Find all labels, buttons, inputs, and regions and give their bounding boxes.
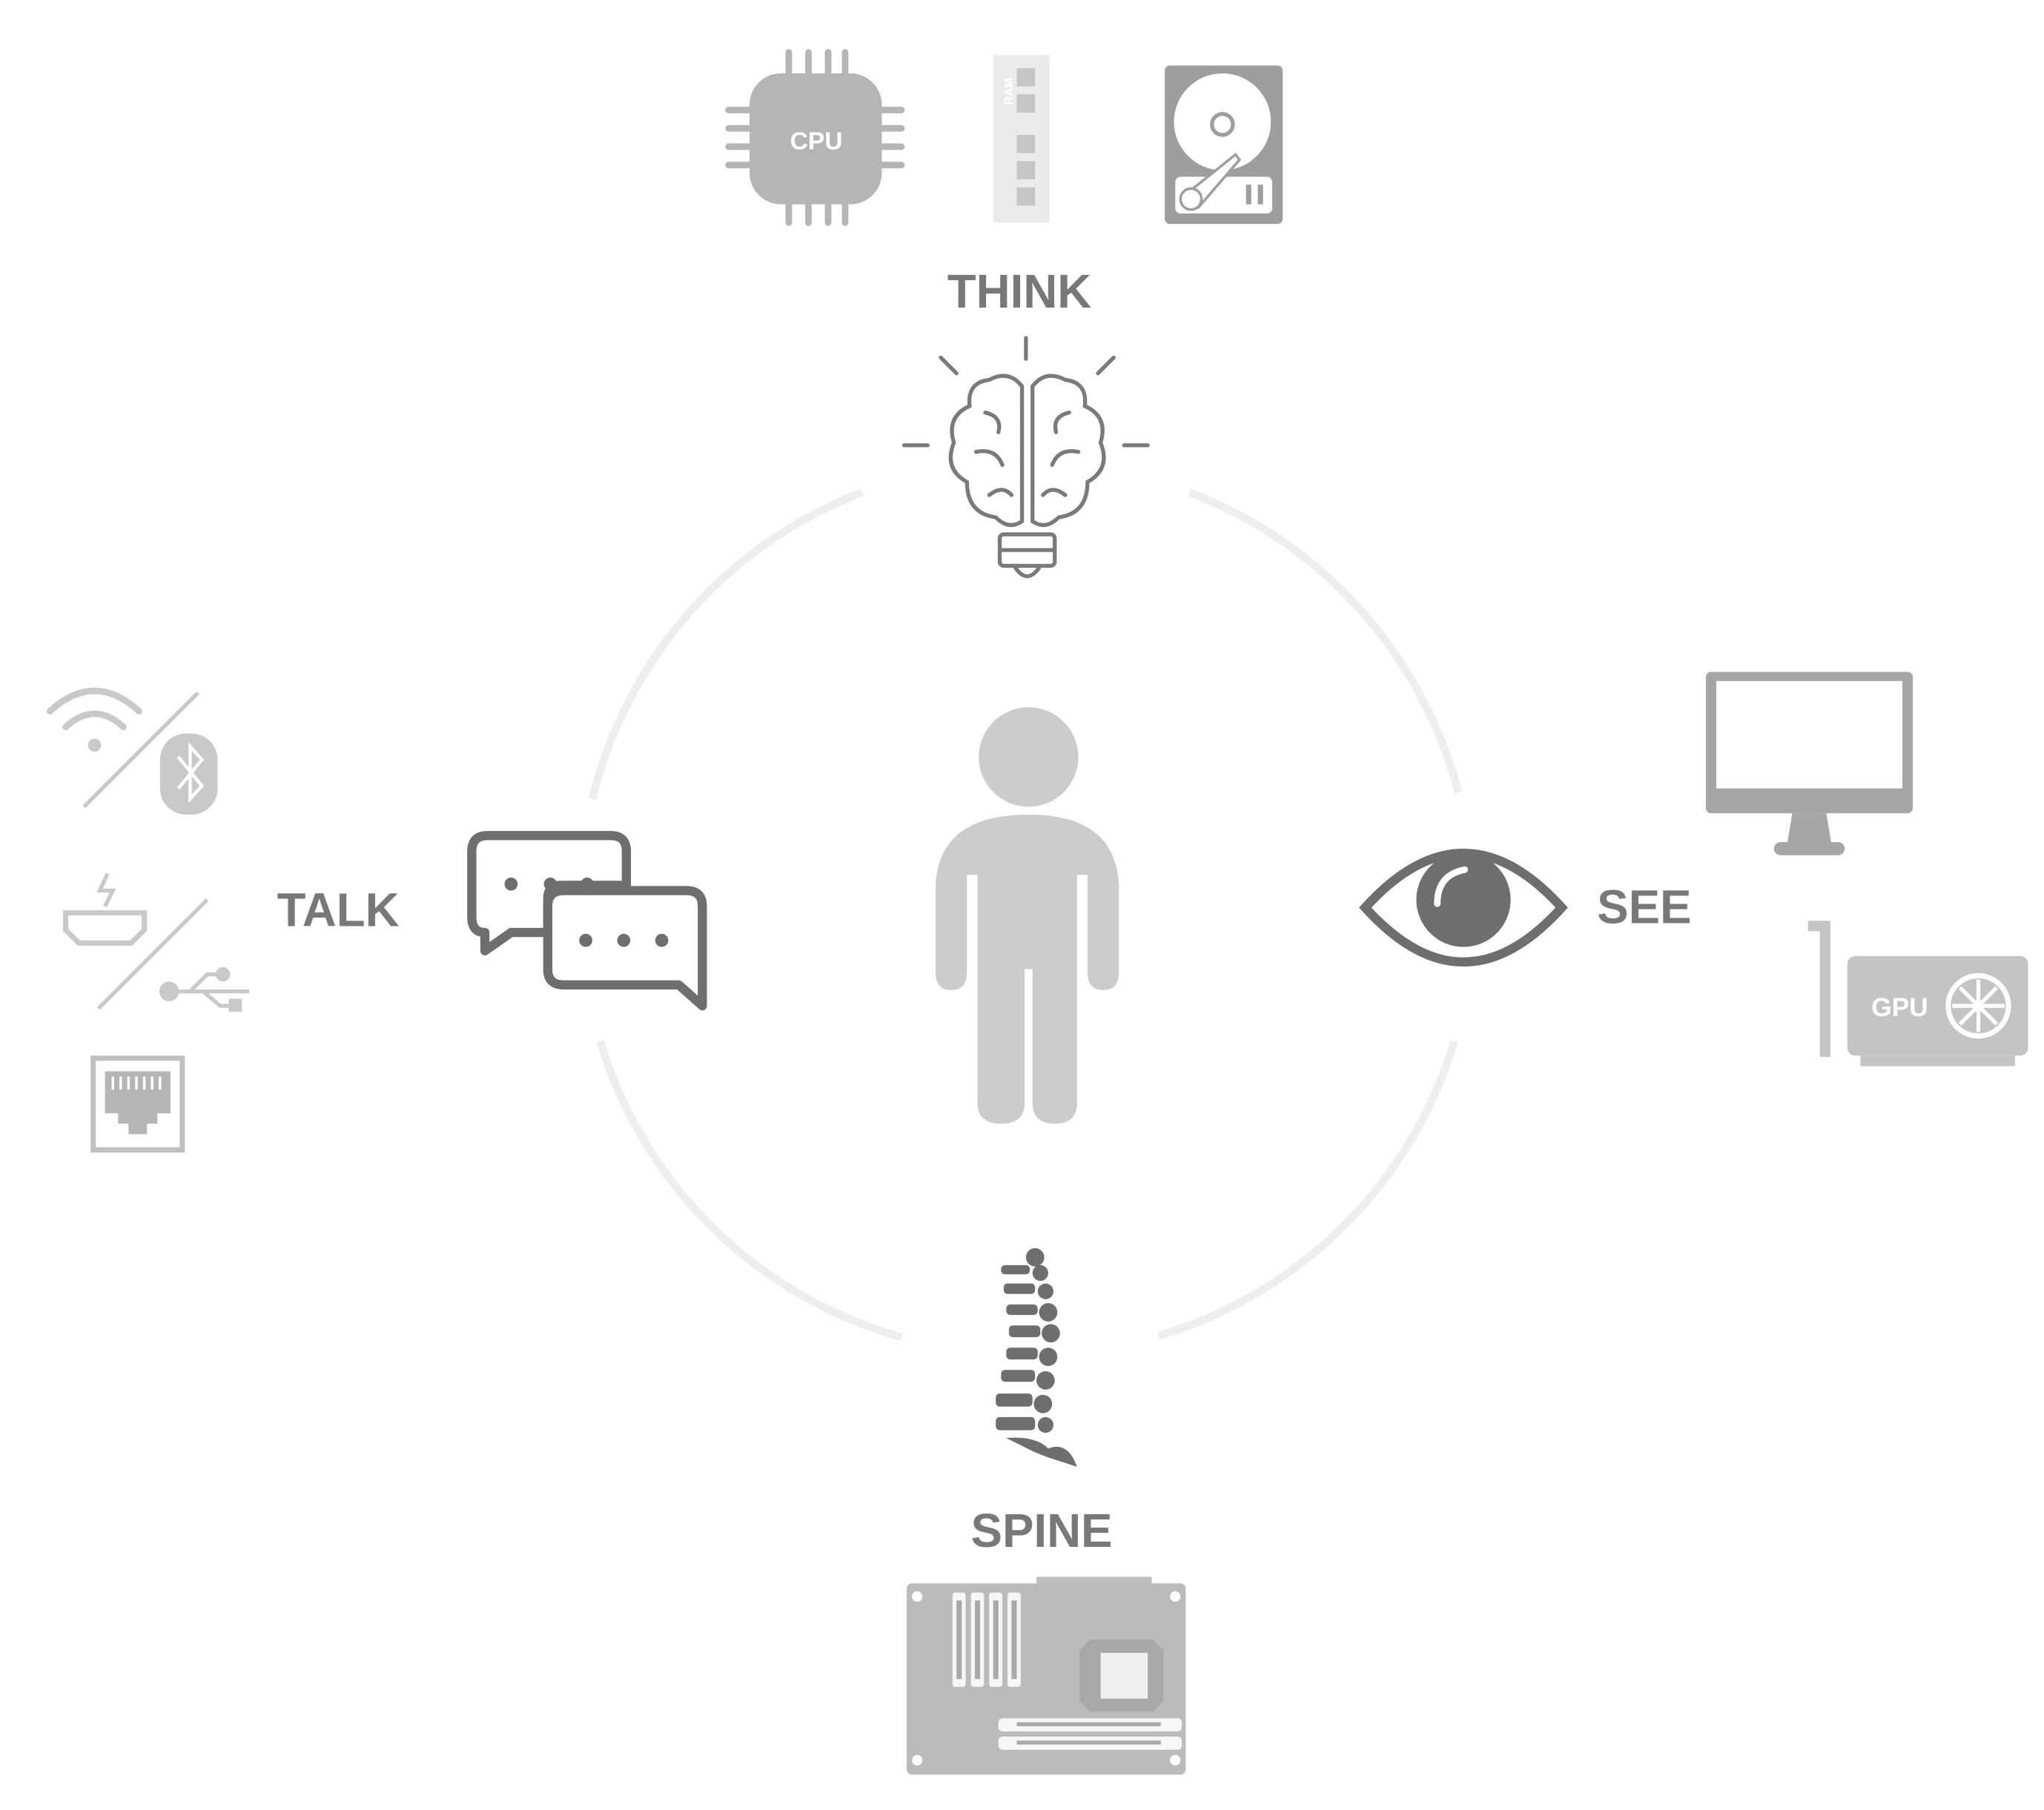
usb-icon (159, 967, 249, 1012)
ethernet-port-icon (90, 1055, 185, 1153)
hdmi-icon (63, 872, 148, 946)
gpu-label: GPU (1871, 993, 1928, 1022)
gpu-icon: GPU (1807, 921, 2028, 1067)
think-label: THINK (947, 265, 1091, 318)
divider-slash (96, 898, 209, 1010)
ring-arc-top-right (1188, 488, 1463, 794)
talk-label: TALK (277, 884, 400, 936)
see-label: SEE (1597, 881, 1691, 934)
eye-icon (1359, 849, 1568, 967)
wifi-icon (46, 687, 142, 752)
ring (588, 488, 1463, 1342)
bluetooth-icon (159, 733, 218, 815)
hard-drive-icon (1165, 65, 1283, 225)
ram-label: RAM (1003, 78, 1016, 105)
ram-icon: RAM (993, 55, 1050, 223)
spine-icon (996, 1247, 1077, 1468)
motherboard-icon (907, 1577, 1186, 1775)
chat-bubbles-icon (467, 831, 707, 1011)
cpu-icon: CPU (725, 49, 905, 226)
ring-arc-bottom-left (596, 1040, 903, 1342)
divider-slash (82, 691, 199, 809)
monitor-icon (1705, 672, 1914, 855)
person-icon (935, 707, 1119, 1124)
ring-arc-bottom-right (1157, 1040, 1458, 1340)
spine-label: SPINE (971, 1505, 1113, 1557)
cpu-label: CPU (790, 127, 843, 155)
brain-lightbulb-icon (902, 336, 1150, 579)
ring-arc-top-left (588, 488, 864, 800)
